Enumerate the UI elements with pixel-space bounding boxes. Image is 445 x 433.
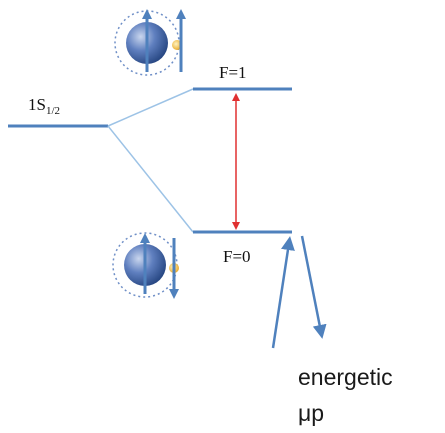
outgoing-arrow-icon bbox=[300, 235, 327, 339]
incoming-arrow-icon bbox=[271, 236, 295, 349]
ground-level-label: 1S1/2 bbox=[28, 95, 60, 117]
parallel-spins-atom-icon bbox=[114, 9, 186, 76]
caption-line-2: μp bbox=[298, 400, 324, 426]
caption-line-1: energetic bbox=[298, 364, 393, 390]
split-line-upper bbox=[107, 88, 194, 127]
upper-level-label: F=1 bbox=[219, 63, 247, 82]
antiparallel-spins-atom-icon bbox=[112, 232, 179, 299]
lower-level-label: F=0 bbox=[223, 247, 251, 266]
split-line-lower bbox=[107, 125, 194, 233]
